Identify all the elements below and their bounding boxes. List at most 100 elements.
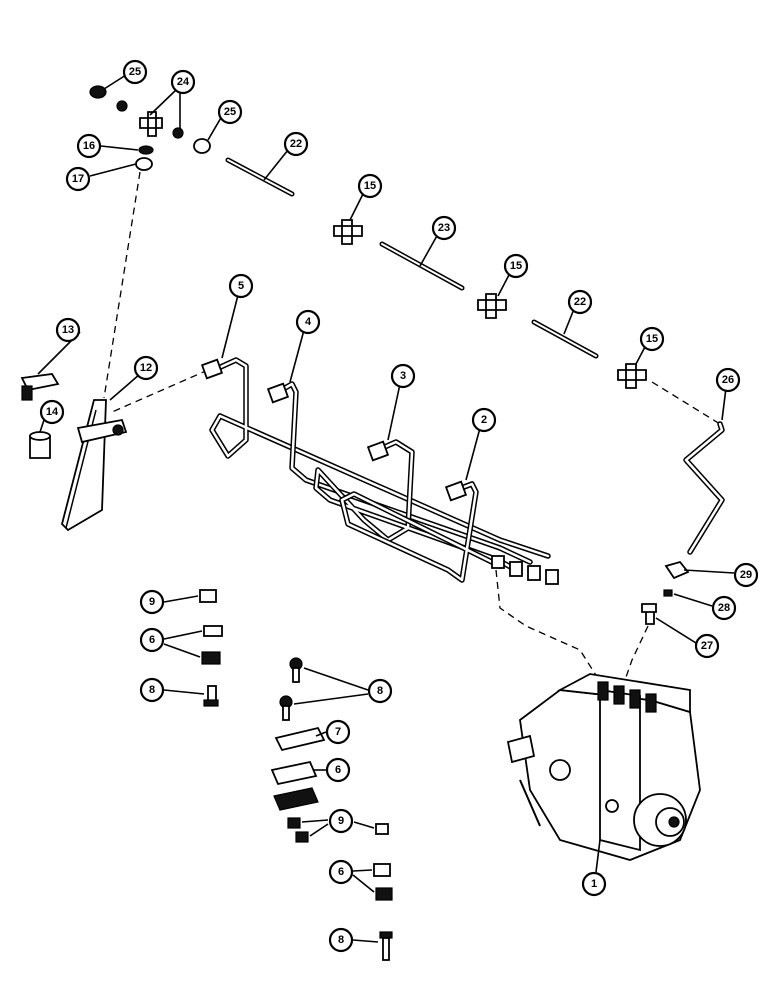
clamp-bolt-13: [21, 385, 33, 401]
callouts: 25 24 25 16 17 22 15 23 15 22 15 26 5 4 …: [39, 59, 759, 953]
union-27: [641, 603, 657, 625]
washer-24-left: [116, 100, 128, 112]
clamp-6a-bottom: [201, 651, 221, 665]
leader-lines: [37, 74, 735, 943]
svg-text:12: 12: [140, 362, 152, 374]
svg-text:17: 17: [72, 173, 84, 185]
svg-text:25: 25: [129, 66, 141, 78]
svg-text:16: 16: [83, 140, 95, 152]
svg-text:22: 22: [290, 138, 302, 150]
callout-25: 25: [217, 99, 243, 125]
svg-text:14: 14: [46, 406, 59, 418]
svg-text:15: 15: [646, 333, 658, 345]
nut-17: [135, 157, 153, 171]
svg-text:8: 8: [338, 934, 344, 946]
clip-9a: [199, 589, 217, 603]
callout-27: 27: [694, 633, 720, 659]
callout-8: 8: [367, 678, 393, 704]
svg-text:8: 8: [149, 684, 155, 696]
tee-15-a: [333, 219, 363, 245]
svg-text:25: 25: [224, 106, 236, 118]
banjo-fitting: [139, 111, 163, 137]
svg-text:15: 15: [364, 180, 376, 192]
svg-text:2: 2: [481, 414, 487, 426]
tee-15-b: [477, 293, 507, 319]
callout-23: 23: [431, 215, 457, 241]
bolt-8c: [382, 937, 390, 961]
seal-16: [138, 145, 154, 155]
plate-7: [274, 726, 326, 752]
callout-1: 1: [581, 871, 607, 897]
svg-text:1: 1: [591, 878, 597, 890]
callout-29: 29: [733, 562, 759, 588]
clip-9b-a: [287, 817, 301, 829]
svg-text:7: 7: [335, 726, 341, 738]
washer-24-right: [172, 127, 184, 139]
callout-15: 15: [357, 173, 383, 199]
injector-body: [61, 399, 107, 532]
callout-3: 3: [390, 363, 416, 389]
cap-nut-25-right: [193, 138, 211, 154]
callout-6: 6: [139, 627, 165, 653]
bolt-8b-top: [292, 667, 300, 683]
tee-15-c: [617, 363, 647, 389]
cap-nut-25-top: [89, 85, 107, 99]
injector-assembly: [20, 373, 128, 532]
svg-text:6: 6: [149, 634, 155, 646]
svg-text:22: 22: [574, 296, 586, 308]
callout-22: 22: [567, 289, 593, 315]
callout-9: 9: [139, 589, 165, 615]
callout-8: 8: [139, 677, 165, 703]
callout-22: 22: [283, 131, 309, 157]
svg-text:28: 28: [718, 602, 730, 614]
svg-text:15: 15: [510, 260, 522, 272]
bolt-8b-bottom: [282, 705, 290, 721]
callout-17: 17: [65, 166, 91, 192]
svg-text:9: 9: [149, 596, 155, 608]
svg-text:13: 13: [62, 324, 74, 336]
callout-4: 4: [295, 309, 321, 335]
callout-24: 24: [170, 69, 196, 95]
clamp-6a-top: [203, 625, 223, 637]
clip-9b-b: [295, 831, 309, 843]
callout-16: 16: [76, 133, 102, 159]
callout-2: 2: [471, 407, 497, 433]
callout-5: 5: [228, 273, 254, 299]
callout-6: 6: [325, 757, 351, 783]
clamp-6c-bottom: [375, 887, 393, 901]
svg-text:26: 26: [722, 374, 734, 386]
callout-7: 7: [325, 719, 351, 745]
callout-14: 14: [39, 399, 65, 425]
svg-text:8: 8: [377, 685, 383, 697]
callout-15: 15: [503, 253, 529, 279]
olive-28: [663, 589, 673, 597]
injection-pump-1: [506, 673, 701, 861]
svg-text:29: 29: [740, 569, 752, 581]
clamp-6c-top: [373, 863, 391, 877]
svg-text:4: 4: [305, 316, 312, 328]
callout-13: 13: [55, 317, 81, 343]
callout-6: 6: [328, 859, 354, 885]
clamp-6b-top: [270, 760, 318, 786]
callout-12: 12: [133, 355, 159, 381]
injection-pipes: [111, 357, 605, 689]
callout-26: 26: [715, 367, 741, 393]
svg-text:27: 27: [701, 640, 713, 652]
svg-text:24: 24: [177, 76, 190, 88]
callout-9: 9: [328, 808, 354, 834]
nut-29: [664, 560, 690, 580]
svg-text:6: 6: [338, 866, 344, 878]
svg-text:3: 3: [400, 370, 406, 382]
clip-9b-c: [375, 823, 389, 835]
callout-8: 8: [328, 927, 354, 953]
injector-clamp-12: [76, 418, 128, 444]
clamp-hardware: [199, 589, 393, 961]
svg-text:5: 5: [238, 280, 244, 292]
svg-text:6: 6: [335, 764, 341, 776]
return-pipe-26: [683, 421, 725, 555]
svg-text:9: 9: [338, 815, 344, 827]
clamp-6b-bottom: [273, 787, 319, 811]
leak-off-line-parts: [89, 85, 725, 701]
callout-28: 28: [711, 595, 737, 621]
